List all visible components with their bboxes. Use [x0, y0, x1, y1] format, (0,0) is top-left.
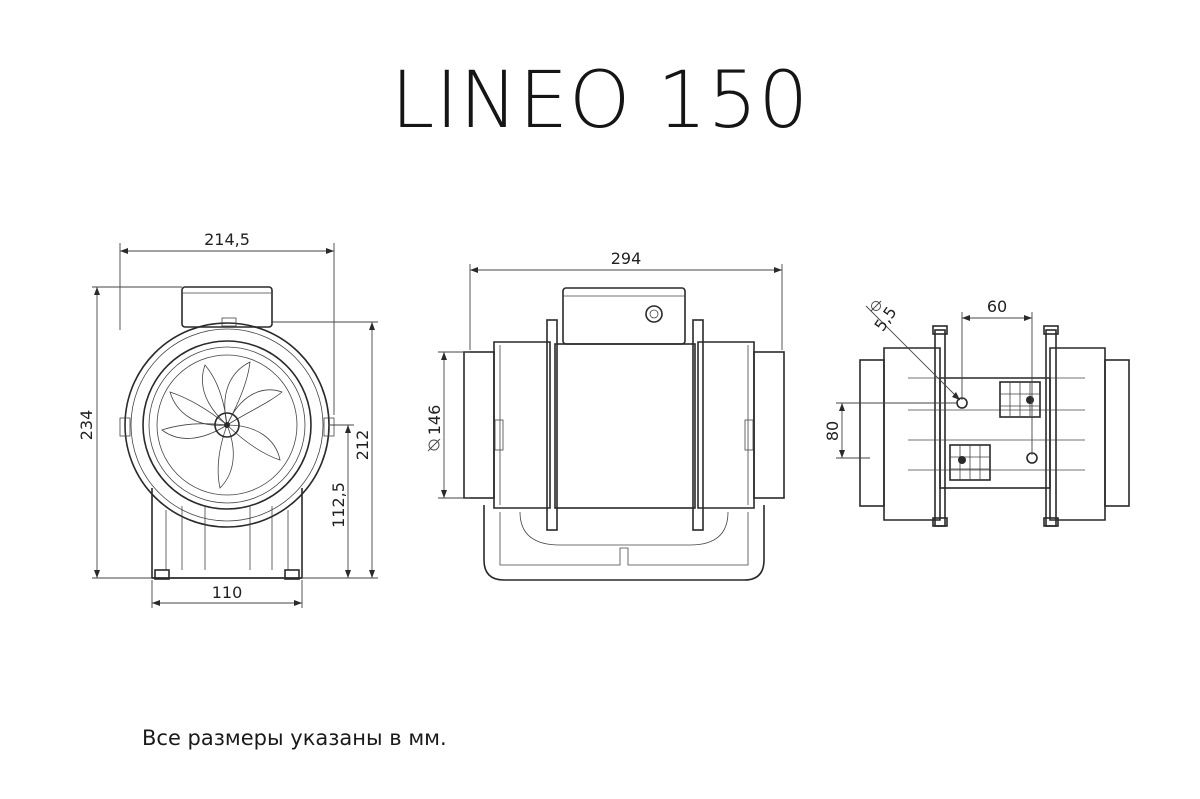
dim-width: 214,5 [204, 230, 250, 249]
bottom-view: 5,5 60 80 [823, 297, 1130, 527]
dim-height-body: 212 [353, 430, 372, 461]
side-view: 294 146 [425, 249, 785, 581]
dim-axis-height: 112,5 [329, 482, 348, 528]
dim-base-width: 110 [212, 583, 243, 602]
dim-hole-diameter: 5,5 [870, 303, 900, 335]
front-view: 214,5 234 212 112,5 110 [77, 230, 378, 608]
page-title: LINEO 150 [390, 56, 810, 146]
dim-height-total: 234 [77, 410, 96, 441]
dim-hole-spacing-y: 80 [823, 421, 842, 441]
units-note: Все размеры указаны в мм. [142, 726, 447, 750]
dim-hole-spacing-x: 60 [987, 297, 1007, 316]
dim-length: 294 [611, 249, 642, 268]
dim-duct-diameter: 146 [425, 405, 444, 436]
